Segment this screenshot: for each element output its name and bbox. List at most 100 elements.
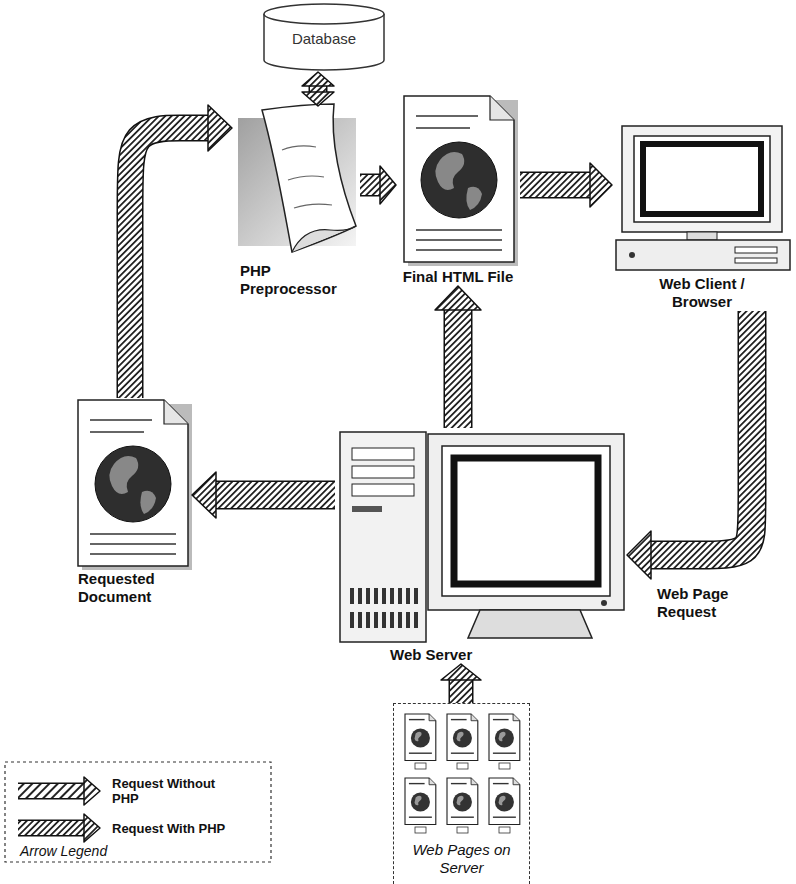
- legend-frame: [5, 762, 271, 862]
- html-file-icon: [404, 96, 518, 266]
- php-preprocessor-icon: [238, 104, 356, 252]
- web-server-icon: [382, 588, 386, 604]
- block-arrow: [302, 72, 334, 106]
- arrow-shaft: [520, 173, 591, 197]
- block-arrow: [520, 163, 612, 207]
- php-preprocessor-icon: [262, 104, 356, 252]
- php-preprocessor-icon: [292, 226, 356, 252]
- php-preprocessor-icon: [294, 204, 332, 208]
- web-server-icon: [442, 446, 610, 596]
- arrow-outline: [444, 309, 473, 428]
- arrow-outline: [215, 481, 335, 510]
- web-server-icon: [366, 612, 370, 628]
- block-arrow: [435, 286, 481, 428]
- arrow-head: [84, 777, 100, 805]
- browser-computer-icon: [735, 247, 777, 253]
- web-server-icon: [398, 612, 402, 628]
- browser-computer-icon: [616, 240, 790, 270]
- web-server-icon: [601, 600, 607, 606]
- server-pages-icons: [457, 763, 468, 769]
- arrow-shaft: [360, 175, 381, 195]
- php-preprocessor-icon: [288, 176, 324, 180]
- arrow-head: [627, 531, 651, 579]
- arrow-head: [192, 472, 216, 518]
- browser-node: Web Client / Browser: [612, 118, 792, 311]
- block-arrow: [441, 664, 481, 703]
- edge-label: Web Page Request: [655, 584, 779, 622]
- arrow-head: [302, 72, 334, 86]
- browser-computer-icon: [629, 252, 635, 258]
- server-pages-icons: [415, 763, 426, 769]
- database-cylinder: Database: [262, 2, 386, 72]
- web-server-icon: [352, 448, 414, 460]
- web-server-icon: [428, 434, 624, 610]
- web-server-icon: [340, 432, 624, 642]
- legend-title: Arrow Legend: [20, 843, 107, 860]
- web-server-icon: [366, 588, 370, 604]
- browser-computer-icon: [687, 232, 717, 240]
- web-server-icon: [390, 588, 394, 604]
- browser-computer-icon: [616, 126, 790, 270]
- arrow-outline: [18, 783, 85, 800]
- server-pages-icons: [489, 714, 520, 760]
- arrow-outline: [18, 820, 85, 837]
- html-file-icon: [404, 96, 518, 266]
- node-label: Requested Document: [72, 570, 192, 606]
- web-server-icon: [406, 612, 410, 628]
- arrow-shaft: [130, 128, 209, 398]
- legend-arrow: [18, 814, 100, 842]
- web-server-icon: [468, 610, 592, 638]
- browser-computer-icon: [735, 258, 777, 263]
- server-pages-icons: [499, 763, 510, 769]
- arrow-shaft: [18, 784, 85, 798]
- server-pages-icons: [405, 714, 520, 833]
- browser-computer-icon: [634, 136, 770, 222]
- browser-computer-icon: [643, 144, 761, 214]
- web-server-icon: [352, 484, 414, 496]
- legend-label: Request With PHP: [112, 821, 262, 836]
- browser-computer-icon: [622, 126, 782, 232]
- arrow-head: [441, 664, 481, 680]
- web-server-icon: [358, 612, 362, 628]
- server-pages-icons: [489, 778, 520, 824]
- server-pages-icons: [499, 827, 510, 833]
- php-preprocessor-node: PHP Preprocessor: [232, 106, 360, 298]
- node-label: Web Client / Browser: [647, 275, 757, 311]
- web-server-icon: [374, 588, 378, 604]
- cylinder-top: [264, 4, 384, 24]
- web-server-icon: [358, 588, 362, 604]
- web-server-icon: [414, 588, 418, 604]
- server-pages-box: Web Pages on Server: [393, 703, 530, 884]
- arrow-outline: [449, 679, 474, 703]
- arrow-shaft: [215, 482, 335, 508]
- block-arrow: [130, 105, 232, 398]
- web-server-icon: [374, 612, 378, 628]
- web-server-icon: [352, 466, 414, 478]
- server-pages-icons: [405, 714, 436, 760]
- legend-frame: [5, 762, 271, 862]
- html-file-node: Final HTML File: [396, 92, 520, 286]
- web-server-icon: [398, 588, 402, 604]
- node-label: Database: [262, 30, 386, 48]
- arrow-head: [302, 92, 334, 106]
- php-preprocessor-icon: [282, 146, 316, 150]
- web-server-icon: [414, 612, 418, 628]
- block-arrow: [360, 166, 396, 204]
- document-node: Requested Document: [72, 398, 192, 606]
- arrow-head: [208, 105, 232, 151]
- web-server-icon: [454, 458, 598, 584]
- arrow-head: [84, 814, 100, 842]
- arrow-shaft: [445, 309, 471, 428]
- web-server-icon: [350, 612, 354, 628]
- arrow-outline: [360, 174, 381, 197]
- node-label: Web Pages on Server: [407, 841, 517, 877]
- web-server-icon: [350, 588, 354, 604]
- arrow-shaft: [450, 679, 472, 703]
- server-pages-icons: [447, 714, 478, 760]
- legend-arrow: [18, 777, 100, 805]
- node-label: Final HTML File: [396, 268, 520, 286]
- arrow-head: [435, 286, 481, 310]
- requested-document-icon: [78, 400, 192, 570]
- web-server-icon: [390, 612, 394, 628]
